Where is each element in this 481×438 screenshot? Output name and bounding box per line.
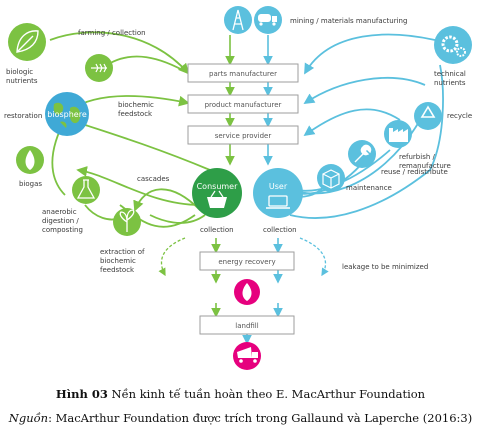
user-label: User bbox=[269, 182, 288, 191]
energy-flame-icon bbox=[234, 279, 260, 305]
energy-recovery-box: energy recovery bbox=[199, 251, 295, 271]
consumer-label: Consumer bbox=[197, 182, 239, 191]
parts-manufacturer-box: parts manufacturer bbox=[187, 63, 299, 83]
landfill-box: landfill bbox=[199, 315, 295, 335]
circular-economy-diagram: parts manufacturer product manufacturer … bbox=[4, 6, 472, 370]
farming-label: farming / collection bbox=[78, 29, 146, 37]
parts-manufacturer-label: parts manufacturer bbox=[209, 70, 277, 78]
leakage-label: leakage to be minimized bbox=[342, 263, 428, 271]
factory-icon bbox=[384, 120, 412, 148]
globe-icon: biosphere bbox=[45, 92, 89, 136]
energy-recovery-label: energy recovery bbox=[218, 258, 275, 266]
central-flows bbox=[158, 35, 329, 345]
basket-icon bbox=[207, 190, 227, 208]
flask-icon bbox=[72, 176, 100, 204]
figure-label: Hình 03 bbox=[55, 387, 108, 401]
biosphere-label: biosphere bbox=[47, 110, 87, 119]
reuse-label: reuse / redistribute bbox=[381, 168, 448, 176]
service-provider-box: service provider bbox=[187, 125, 299, 145]
refurbish-label: refurbish /remanufacture bbox=[399, 153, 451, 170]
mining-label: mining / materials manufacturing bbox=[290, 17, 407, 25]
dump-truck-icon bbox=[233, 342, 261, 370]
gear-icon bbox=[434, 26, 472, 64]
flame-icon bbox=[16, 146, 44, 174]
product-manufacturer-label: product manufacturer bbox=[205, 101, 282, 109]
user-circle: User bbox=[253, 168, 303, 218]
oil-derrick-icon bbox=[224, 6, 252, 34]
landfill-label: landfill bbox=[235, 322, 258, 330]
sprout-icon bbox=[113, 208, 141, 236]
consumer-collection-label: collection bbox=[200, 226, 234, 234]
maintenance-label: maintenance bbox=[346, 184, 392, 192]
figure-caption: Hình 03 Nền kinh tế tuần hoàn theo E. Ma… bbox=[0, 387, 481, 401]
laptop-icon bbox=[266, 195, 290, 209]
restoration-label: restoration bbox=[4, 112, 42, 120]
recycle-label: recycle bbox=[447, 112, 472, 120]
source-caption: Nguồn: MacArthur Foundation được trích t… bbox=[0, 411, 481, 425]
cascades-label: cascades bbox=[137, 175, 170, 183]
leaf-icon bbox=[8, 23, 46, 61]
biogas-label: biogas bbox=[19, 180, 42, 188]
consumer-circle: Consumer bbox=[192, 168, 242, 218]
user-collection-label: collection bbox=[263, 226, 297, 234]
tanker-truck-icon bbox=[254, 6, 282, 34]
wrench-icon bbox=[348, 140, 376, 168]
source-text: : MacArthur Foundation được trích trong … bbox=[48, 411, 473, 425]
recycle-icon bbox=[414, 102, 442, 130]
wheat-icon bbox=[85, 54, 113, 82]
box-icon bbox=[317, 164, 345, 192]
source-label: Nguồn bbox=[8, 411, 49, 425]
service-provider-label: service provider bbox=[215, 132, 272, 140]
figure-text: Nền kinh tế tuần hoàn theo E. MacArthur … bbox=[107, 387, 426, 401]
product-manufacturer-box: product manufacturer bbox=[187, 94, 299, 114]
